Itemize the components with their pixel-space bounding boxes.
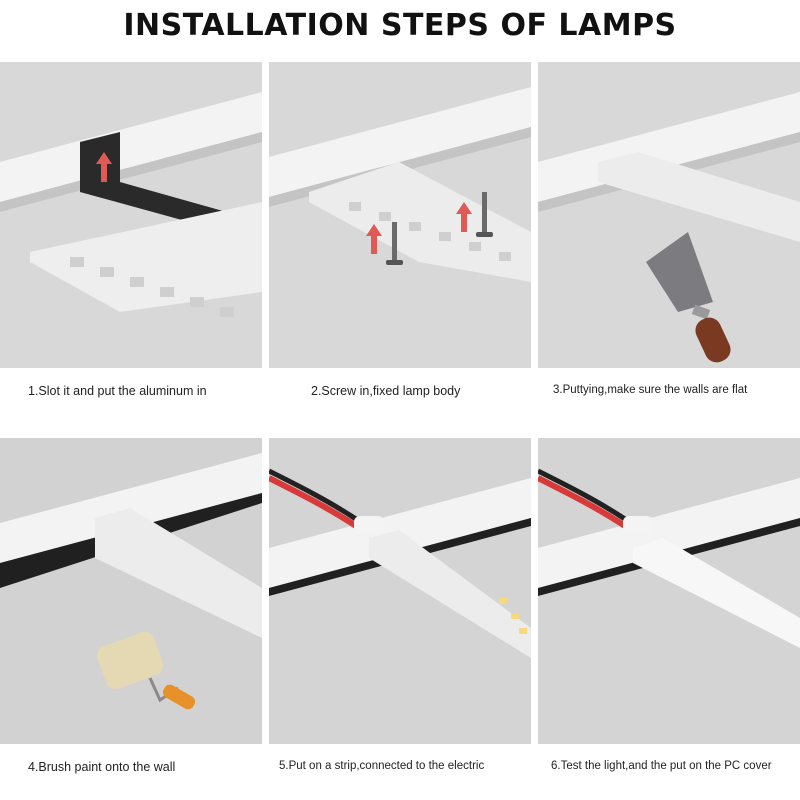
led-strip-icon (499, 598, 527, 634)
step-3-illustration (538, 62, 800, 368)
step-2-illustration (269, 62, 531, 368)
step-4-caption: 4.Brush paint onto the wall (28, 760, 176, 774)
step-5-caption: 5.Put on a strip,connected to the electr… (279, 760, 485, 772)
step-3-caption: 3.Puttying,make sure the walls are flat (553, 384, 748, 396)
step-1-illustration (0, 62, 262, 368)
putty-knife-icon (646, 232, 731, 363)
arrow-up-icon (96, 152, 112, 182)
screw-icon (386, 192, 493, 265)
page-title: INSTALLATION STEPS OF LAMPS (123, 8, 677, 43)
step-5-illustration (269, 438, 531, 744)
step-1-caption: 1.Slot it and put the aluminum in (28, 384, 207, 398)
arrow-up-icon (366, 202, 472, 254)
step-2-caption: 2.Screw in,fixed lamp body (311, 384, 461, 398)
step-6-illustration (538, 438, 800, 744)
paint-roller-icon (97, 631, 196, 710)
step-6-caption: 6.Test the light,and the put on the PC c… (551, 760, 772, 772)
step-4-illustration (0, 438, 262, 744)
